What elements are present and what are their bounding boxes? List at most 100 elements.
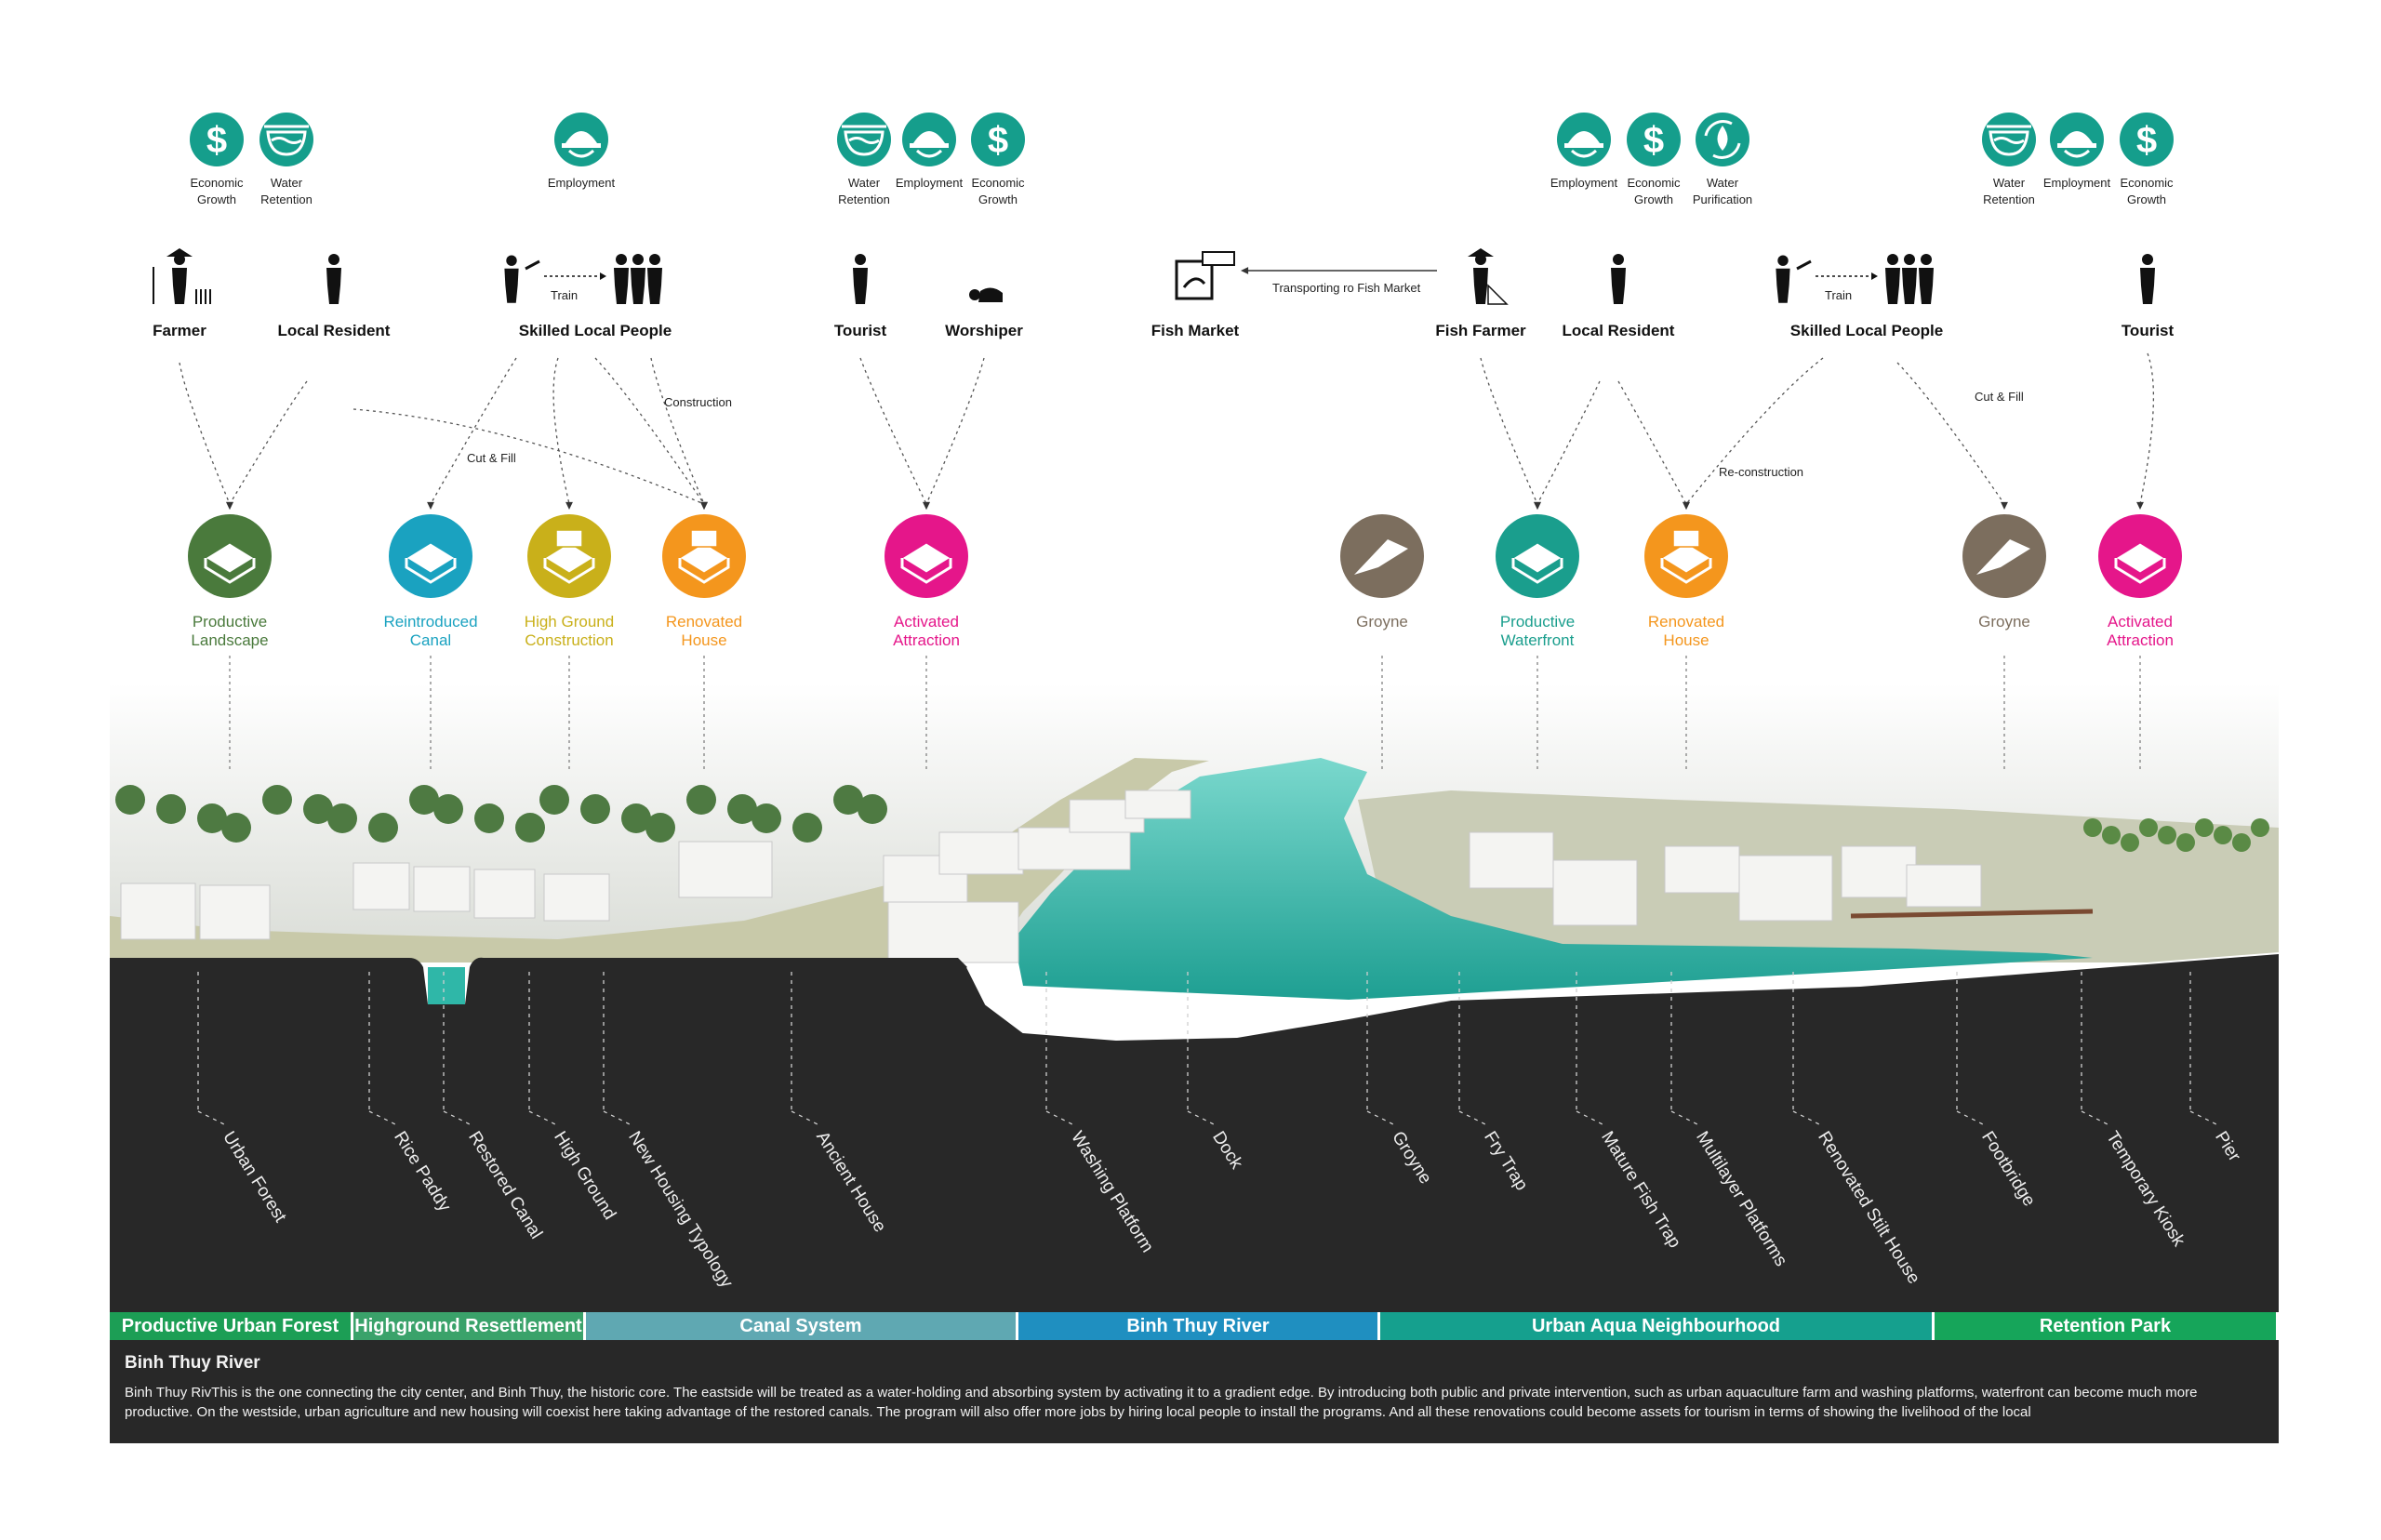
benefit-label: Economic Growth <box>971 176 1025 206</box>
actor-label: Local Resident <box>277 322 391 339</box>
water-basin-icon <box>259 113 313 166</box>
callout-line <box>791 1110 820 1126</box>
tree <box>580 794 610 824</box>
building <box>1018 827 1131 870</box>
intervention-label: Groyne <box>1356 613 1408 631</box>
fish-farmer-icon <box>1468 248 1509 305</box>
section-ground <box>110 953 2279 1312</box>
building <box>120 883 196 940</box>
arrowhead <box>226 501 233 510</box>
building <box>678 841 773 898</box>
intervention-label: Renovated House <box>665 613 743 649</box>
actor-label: Worshiper <box>945 322 1023 339</box>
benefit-label: Economic Growth <box>1627 176 1681 206</box>
tree <box>156 794 186 824</box>
panel-title: Binh Thuy River <box>125 1353 260 1373</box>
fish-market-icon <box>1175 251 1235 300</box>
tree <box>686 785 716 815</box>
canal-cut <box>428 967 465 1004</box>
groyne-icon <box>1340 514 1424 598</box>
tree <box>2251 818 2269 837</box>
dollar-icon: $ <box>2120 113 2174 166</box>
connector-line <box>1617 380 1687 505</box>
person-icon <box>2140 254 2155 304</box>
tree <box>621 803 651 833</box>
hard-hat-icon <box>902 113 956 166</box>
house-icon <box>1644 514 1728 598</box>
callout-line <box>368 1110 398 1126</box>
intervention-label: High Ground Construction <box>524 613 615 649</box>
train-label: Train <box>551 288 579 302</box>
actor-label: Skilled Local People <box>1789 322 1944 339</box>
cut-fill-label: Cut & Fill <box>467 451 516 465</box>
waterline <box>966 952 2280 1042</box>
callout-line <box>1045 1110 1075 1126</box>
connector-line <box>352 408 705 505</box>
farmer-icon <box>153 248 211 304</box>
tree <box>221 813 251 843</box>
zone-label: Productive Urban Forest <box>110 1312 351 1340</box>
tree <box>197 803 227 833</box>
building <box>199 884 271 940</box>
person-icon <box>326 254 341 304</box>
tree <box>409 785 439 815</box>
benefit-label: Employment <box>547 176 616 190</box>
benefit-label: Water Retention <box>1983 176 2035 206</box>
connector-line <box>1536 380 1601 505</box>
footbridge <box>1850 909 2094 919</box>
intervention-label: Renovated House <box>1647 613 1725 649</box>
callout-line <box>443 1110 472 1126</box>
callout-line <box>1576 1110 1605 1126</box>
dollar-icon: $ <box>1627 113 1681 166</box>
actor-label: Fish Farmer <box>1435 322 1526 339</box>
waterfront-icon <box>1496 514 1579 598</box>
connector-line <box>650 357 705 505</box>
tree <box>515 813 545 843</box>
building <box>938 831 1024 875</box>
callout-line <box>2081 1110 2110 1126</box>
tree <box>2232 833 2251 852</box>
connector-line <box>1896 362 2005 505</box>
actor-label: Tourist <box>2121 322 2175 339</box>
house-icon <box>662 514 746 598</box>
tree <box>833 785 863 815</box>
hard-hat-icon <box>1557 113 1611 166</box>
hard-hat-icon <box>554 113 608 166</box>
tree <box>2158 826 2176 844</box>
intervention-label: Activated Attraction <box>2107 613 2174 649</box>
groyne-icon <box>1962 514 2046 598</box>
callout-line <box>1670 1110 1700 1126</box>
benefit-label: Employment <box>2042 176 2111 190</box>
attraction-icon <box>2098 514 2182 598</box>
zone-label: Canal System <box>586 1312 1016 1340</box>
building <box>1664 845 1740 894</box>
tree <box>752 803 781 833</box>
svg-text:$: $ <box>988 120 1008 161</box>
intervention-label: Productive Waterfront <box>1499 613 1576 649</box>
actor-label: Tourist <box>833 322 887 339</box>
connector-line <box>1480 357 1538 505</box>
tree <box>2214 826 2232 844</box>
panel-body: Binh Thuy RivThis is the one connecting … <box>125 1385 2198 1420</box>
arrowhead <box>1534 501 1541 510</box>
intervention-label: Productive Landscape <box>191 613 269 649</box>
arrowhead <box>923 501 930 510</box>
high-ground-icon <box>527 514 611 598</box>
connector-line <box>859 357 927 505</box>
benefit-label: Water Purification <box>1692 176 1753 206</box>
cut-fill-label: Cut & Fill <box>1975 390 2024 404</box>
tree <box>792 813 822 843</box>
train-label: Train <box>1825 288 1853 302</box>
actor-label: Skilled Local People <box>518 322 672 339</box>
tree <box>2195 818 2214 837</box>
intervention-label: Groyne <box>1978 613 2030 631</box>
arrowhead <box>2136 501 2144 510</box>
building <box>1738 855 1833 922</box>
building <box>473 869 536 919</box>
dollar-icon: $ <box>971 113 1025 166</box>
dollar-icon: $ <box>190 113 244 166</box>
callout-line <box>1366 1110 1396 1126</box>
arrowhead <box>427 501 434 510</box>
building <box>887 901 1019 963</box>
